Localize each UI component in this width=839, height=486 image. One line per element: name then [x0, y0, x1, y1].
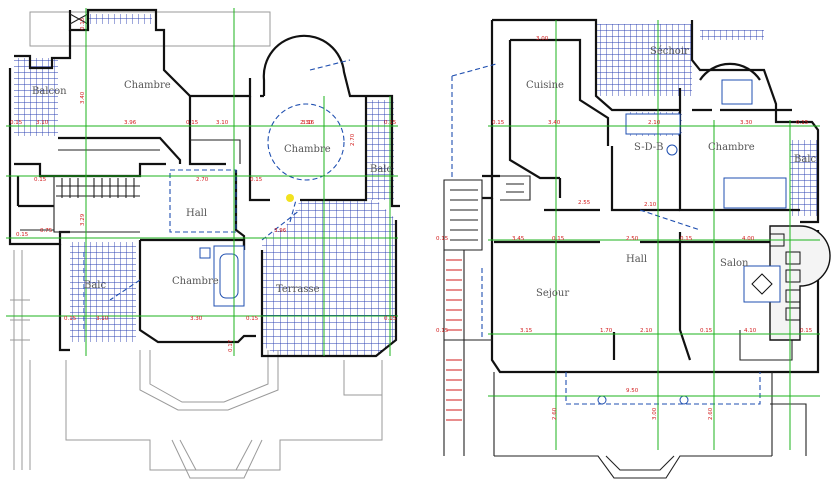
dim-l-3: 0.15 — [186, 120, 199, 126]
dim-l-8: 2.70 — [196, 177, 209, 183]
dim-l-15: 2.30 — [300, 120, 313, 126]
bathtub-right — [625, 113, 681, 135]
room-label-hall: Hall — [626, 254, 647, 265]
dim-l-12: 3.30 — [190, 316, 203, 322]
dim-l-9: 0.15 — [250, 177, 263, 183]
dim-r-10: 0.15 — [552, 236, 565, 242]
thin-walls-right — [443, 175, 807, 479]
room-label-chambre-bottom: Chambre — [172, 276, 219, 287]
lower-level-outline — [10, 11, 383, 479]
dim-l-20: 3.40 — [80, 91, 86, 104]
dim-l-16: 3.96 — [274, 228, 287, 234]
dim-l-0: 0.15 — [10, 120, 23, 126]
room-label-cuisine: Cuisine — [526, 80, 564, 91]
dim-l-4: 3.10 — [216, 120, 229, 126]
furniture-right — [597, 79, 831, 405]
dim-l-13: 0.15 — [246, 316, 259, 322]
room-label-chambre-top: Chambre — [124, 80, 171, 91]
dim-r-0: 3.00 — [536, 36, 549, 42]
balc-bottom-tiles — [70, 242, 136, 342]
balc-tiles — [790, 140, 818, 216]
dim-l-2: 3.96 — [124, 120, 137, 126]
dim-r-8: 0.15 — [436, 236, 449, 242]
dim-r-19: 1.70 — [600, 328, 613, 334]
top-hatch — [88, 14, 152, 24]
dim-l-14: 0.15 — [384, 316, 397, 322]
exterior-stairs — [446, 259, 462, 421]
grid-axes-right — [488, 20, 820, 450]
dim-r-16: 2.10 — [640, 328, 653, 334]
dim-l-11: 3.10 — [96, 316, 109, 322]
dim-r-17: 0.15 — [700, 328, 713, 334]
dim-r-23: 3.00 — [652, 407, 658, 420]
terrasse-tiles — [262, 200, 396, 356]
dim-r-9: 3.45 — [512, 236, 525, 242]
room-label-salon: Salon — [720, 258, 749, 269]
toilet-right — [666, 144, 678, 156]
bed-right — [723, 177, 787, 209]
sechoir-tiles — [596, 24, 692, 96]
dim-r-7: 2.55 — [578, 200, 591, 206]
dim-r-5: 3.30 — [740, 120, 753, 126]
plant-1 — [597, 395, 607, 405]
dim-r-13: 4.00 — [742, 236, 755, 242]
dashed-elements-right — [451, 63, 761, 405]
balcon-tiles — [14, 58, 58, 136]
dim-r-24: 2.60 — [708, 407, 714, 420]
dimensions-right: 3.00 2.10 0.15 3.40 2.10 3.30 0.15 2.55 … — [436, 36, 813, 420]
dim-l-19: 0.15 — [80, 17, 86, 30]
dim-r-22: 2.60 — [552, 407, 558, 420]
lamp-marker — [286, 194, 294, 202]
room-label-balcon: Balcon — [32, 86, 67, 97]
dim-r-15: 3.15 — [520, 328, 533, 334]
room-label-sdb: S-D-B — [634, 142, 664, 153]
dim-r-3: 3.40 — [548, 120, 561, 126]
upper-floor-plan: Balcon Chambre Chambre Hall Chambre Terr… — [6, 8, 400, 479]
top-right-hatch — [700, 30, 764, 40]
room-label-chambre: Chambre — [708, 142, 755, 153]
dim-r-6: 0.15 — [796, 120, 809, 126]
room-label-sejour: Sejour — [536, 288, 569, 299]
dim-l-23: 0.17 — [228, 339, 234, 352]
dim-r-20: 0.15 — [800, 328, 813, 334]
desk-right — [721, 79, 753, 105]
dim-l-7: 0.15 — [34, 177, 47, 183]
dim-l-22: 2.70 — [350, 133, 356, 146]
dim-l-18: 0.75 — [40, 228, 53, 234]
dim-r-2: 0.15 — [492, 120, 505, 126]
dim-l-21: 3.29 — [80, 213, 86, 226]
grid-axes-left — [6, 8, 398, 356]
room-label-balc-right: Balc — [370, 164, 393, 175]
dim-r-21: 9.50 — [626, 388, 639, 394]
dim-r-4: 2.10 — [644, 202, 657, 208]
dim-r-14: 0.15 — [436, 328, 449, 334]
dim-r-12: 0.15 — [680, 236, 693, 242]
staircase-left — [61, 178, 135, 198]
room-label-balc: Balc — [794, 154, 817, 165]
balc-right-tiles — [366, 100, 394, 200]
room-label-hall: Hall — [186, 208, 207, 219]
dim-l-1: 3.10 — [36, 120, 49, 126]
dim-r-11: 2.50 — [626, 236, 639, 242]
dim-l-10: 0.15 — [64, 316, 77, 322]
dim-r-18: 4.10 — [744, 328, 757, 334]
dim-l-5: 3.16 — [302, 120, 315, 126]
coffee-table — [743, 265, 781, 303]
dashed-elements-left — [83, 59, 351, 330]
room-label-sechoir: Séchoir — [650, 46, 689, 57]
room-label-balc-bottom: Balc — [84, 280, 107, 291]
dim-l-6: 0.15 — [384, 120, 397, 126]
room-label-terrasse: Terrasse — [276, 284, 320, 295]
ground-floor-plan: Cuisine Séchoir S-D-B Chambre Balc Hall … — [436, 18, 831, 479]
dim-l-17: 0.15 — [16, 232, 29, 238]
dimensions-left: 0.15 3.10 3.96 0.15 3.10 3.16 0.15 0.15 … — [10, 17, 397, 352]
plant-2 — [679, 395, 689, 405]
dim-r-1: 2.10 — [648, 120, 661, 126]
room-label-chambre-right: Chambre — [284, 144, 331, 155]
